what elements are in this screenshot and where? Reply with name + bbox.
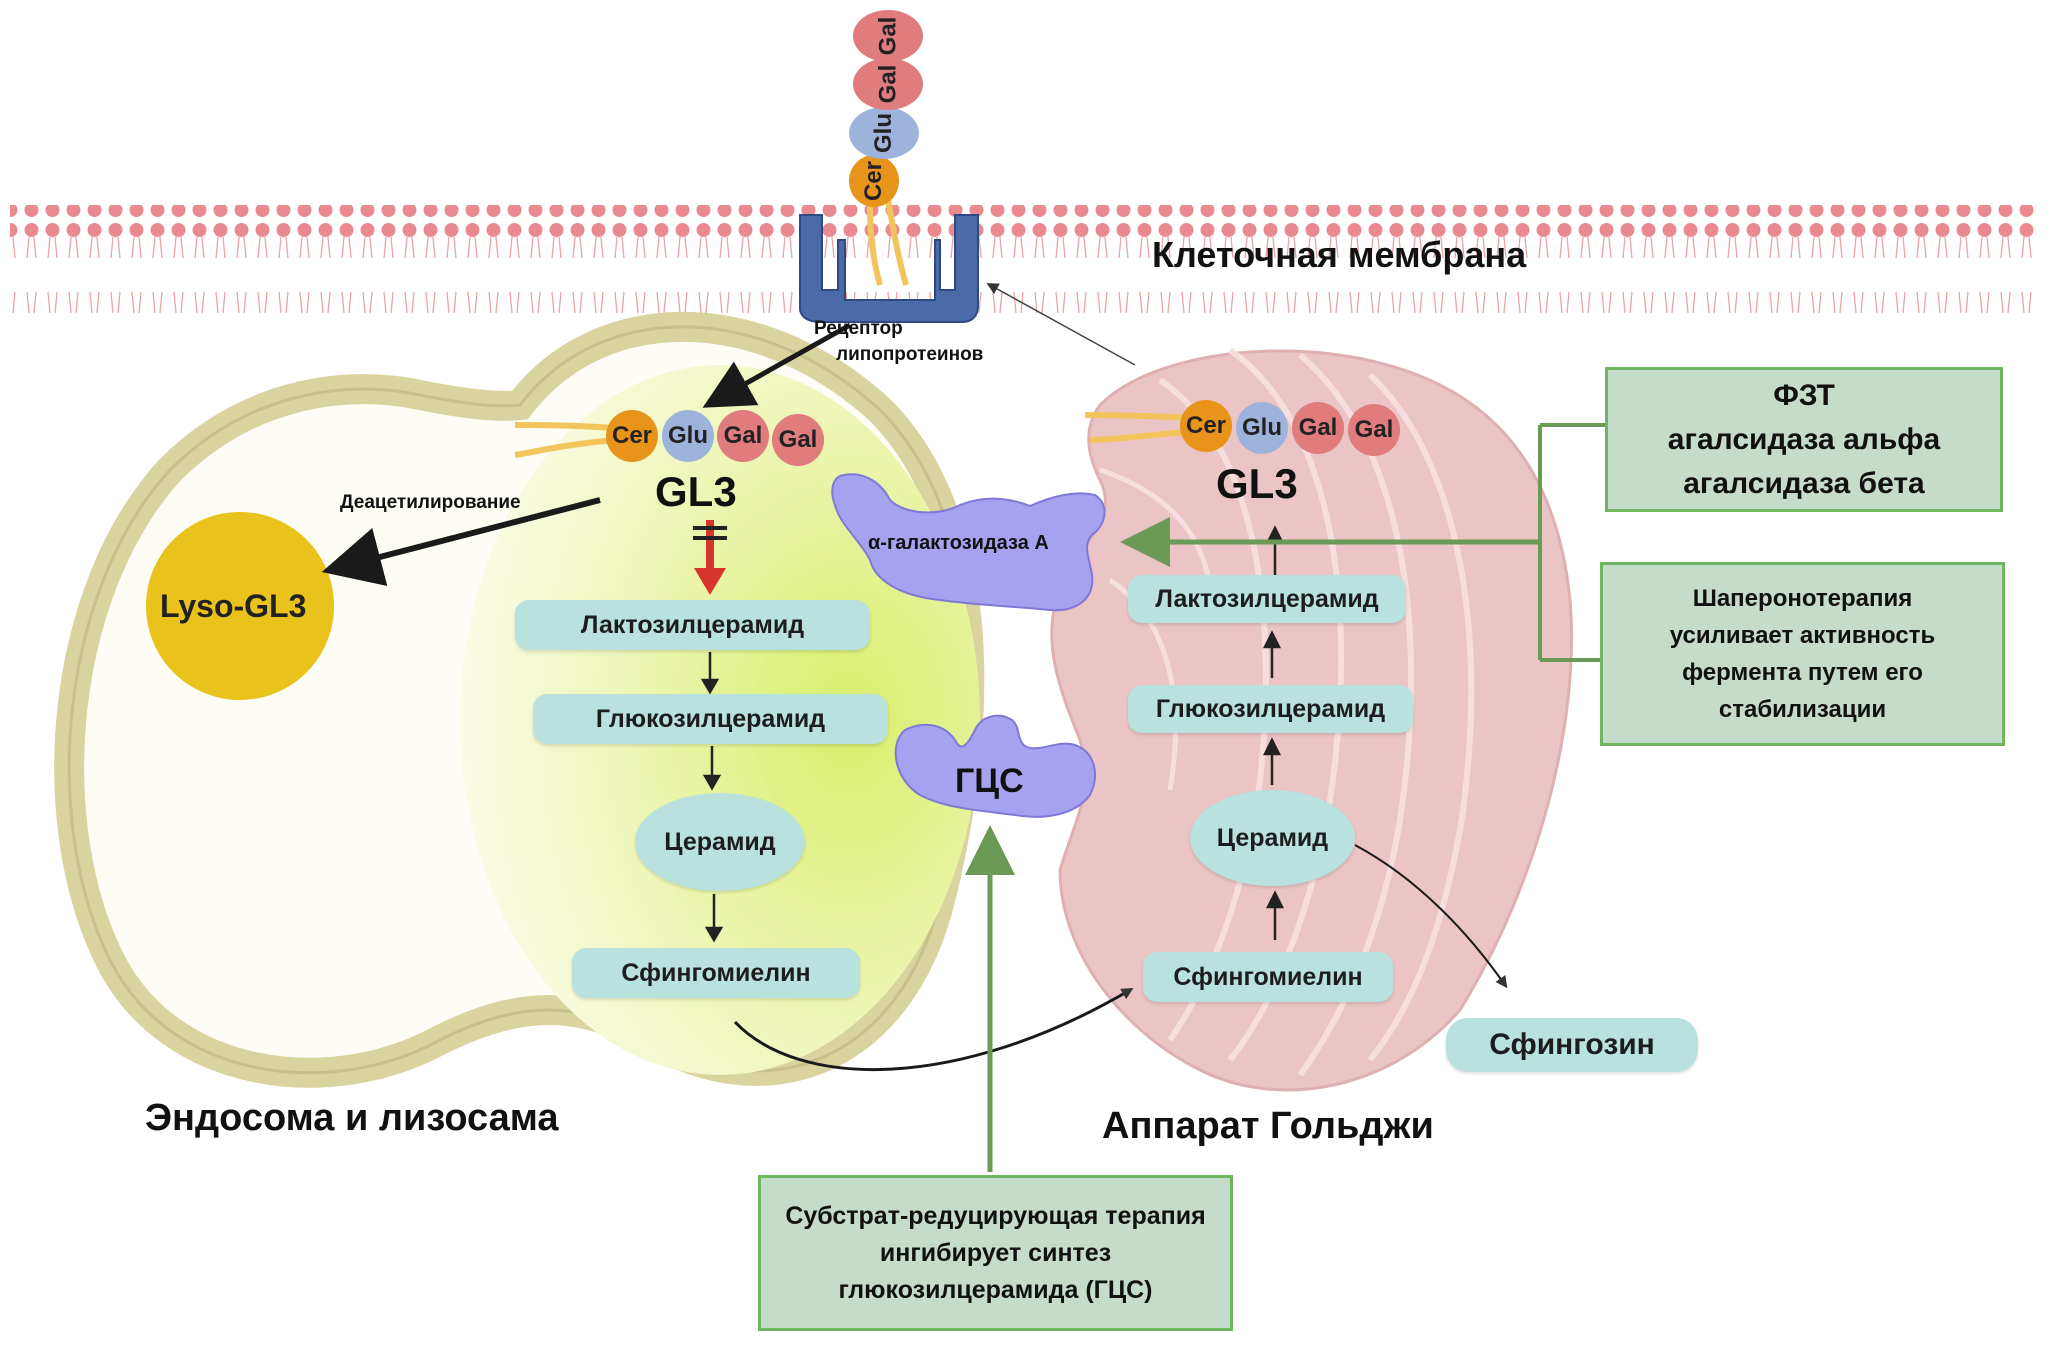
chaperone-line-2: усиливает активность [1669,622,1936,649]
gl3-right-tail [1084,412,1191,443]
therapy-box-chaperone: Шаперонотерапия усиливает активность фер… [1600,562,2005,746]
left-pathway-arrows [700,652,724,943]
gl3-left-gal-1: Gal [717,410,769,462]
srt-line-2: ингибирует синтез [879,1238,1112,1267]
chaperone-line-1: Шаперонотерапия [1692,585,1913,612]
gcs-shape [894,714,1096,818]
sugar-gal-top-2: Gal [853,10,923,62]
left-pathway-glucosylceramide: Глюкозилцерамид [533,694,888,744]
gl3-right-glu: Glu [1236,402,1288,454]
srt-line-3: глюкозилцерамида (ГЦС) [838,1275,1153,1304]
gl3-left-label: GL3 [655,468,737,515]
arrow-receptor-to-lysosome [702,322,852,408]
left-pathway-ceramide: Церамид [635,793,805,891]
left-pathway-lactosylceramide: Лактозилцерамид [515,600,870,650]
therapy-box-ert: ФЗТ агалсидаза альфа агалсидаза бета [1605,367,2003,512]
gl3-left-tail [514,422,616,458]
arrow-ceramide-to-sphingosine [1354,844,1508,989]
gl3-left-gal-2: Gal [772,414,824,466]
receptor-label-line2: липопротеинов [836,344,984,365]
right-pathway-glucosylceramide: Глюкозилцерамид [1128,685,1413,733]
receptor-label-line1: Рецептор [814,318,903,339]
ert-line-2: агалсидаза альфа [1667,422,1941,456]
sugar-gal-top-1: Gal [853,58,923,110]
endosome-title: Эндосома и лизосама [145,1097,559,1139]
lyso-gl3-label: Lyso-GL3 [160,588,307,624]
ert-line-3: агалсидаза бета [1683,466,1925,500]
alpha-galactosidase-label: α-галактозидаза А [868,532,1049,554]
alpha-galactosidase-shape [831,473,1106,612]
gl3-right-gal-1: Gal [1292,402,1344,454]
srt-line-1: Субстрат-редуцирующая терапия [785,1201,1206,1230]
left-pathway-sphingomyelin: Сфингомиелин [572,948,860,998]
ert-line-1: ФЗТ [1773,378,1835,412]
right-pathway-sphingomyelin: Сфингомиелин [1143,952,1393,1002]
gl3-right-cer: Cer [1180,400,1232,452]
cell-membrane [10,205,2040,313]
lyso-gl3-circle [146,512,334,700]
therapy-connectors [965,423,1605,1172]
arrow-deacetylation [321,497,601,587]
gl3-right-label: GL3 [1216,460,1298,507]
sugar-glu-top: Glu [849,107,919,159]
sphingosine-pill: Сфингозин [1446,1018,1698,1072]
gl3-right-gal-2: Gal [1348,404,1400,456]
chaperone-line-4: стабилизации [1718,696,1887,723]
right-pathway-ceramide: Церамид [1190,790,1355,886]
right-pathway-lactosylceramide: Лактозилцерамид [1128,575,1406,623]
sugar-cer-top: Cer [849,155,899,207]
arrow-sphingomyelin-to-golgi [733,987,1134,1072]
gcs-label: ГЦС [955,762,1024,800]
blocked-arrow [693,520,727,595]
deacetylation-label: Деацетилирование [340,492,521,513]
arrow-golgi-to-membrane [986,283,1136,366]
gl3-left-glu: Glu [662,410,714,462]
chaperone-line-3: фермента путем его [1682,659,1923,686]
cell-membrane-label: Клеточная мембрана [1152,234,1527,275]
gl3-left-cer: Cer [606,410,658,462]
golgi-title: Аппарат Гольджи [1102,1105,1434,1147]
therapy-box-srt: Субстрат-редуцирующая терапия ингибирует… [758,1175,1233,1331]
